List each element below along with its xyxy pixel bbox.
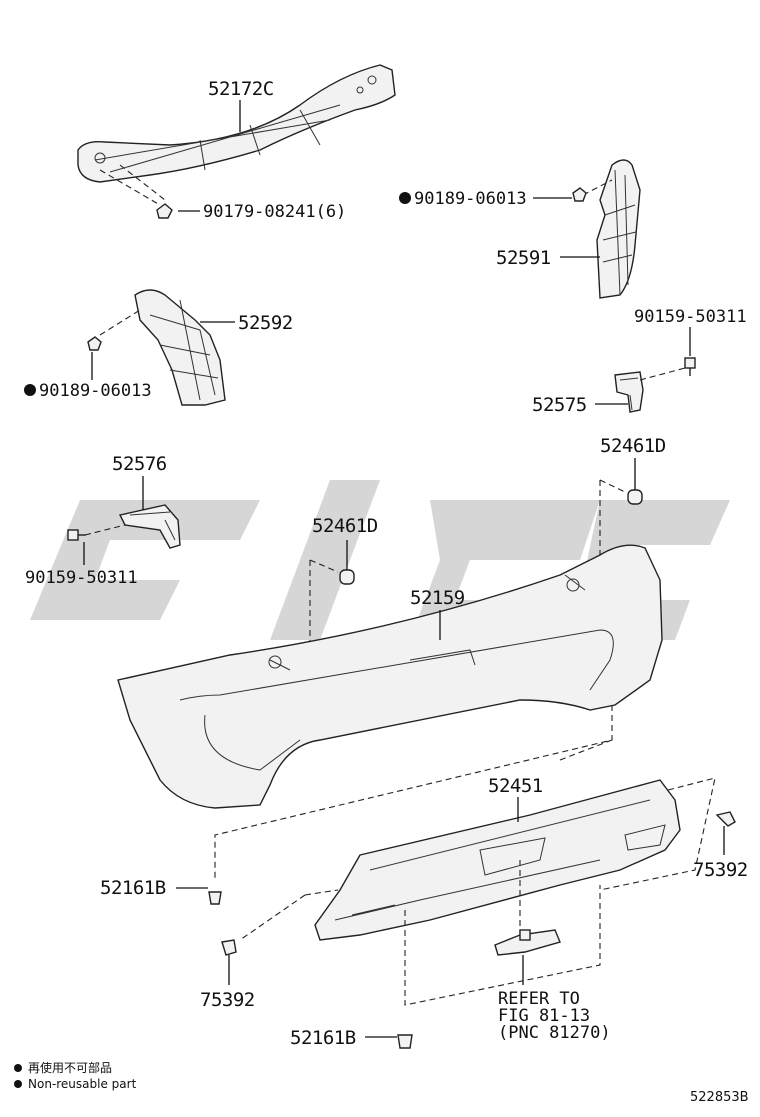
label-52591: 52591 [496, 247, 551, 269]
part-52451-lower-cover [314, 779, 681, 941]
label-52161B-lower: 52161B [290, 1027, 356, 1049]
screw-90159-right [684, 357, 696, 376]
label-52461D-right: 52461D [600, 435, 666, 457]
clip-52461D-left [339, 569, 355, 585]
label-90159-50311-left: 90159-50311 [25, 568, 138, 588]
non-reusable-dot-icon [14, 1064, 22, 1072]
label-52172C: 52172C [208, 78, 274, 100]
non-reusable-dot-icon [14, 1080, 22, 1088]
clip-90189-right [572, 187, 587, 202]
label-52159: 52159 [410, 587, 465, 609]
label-90159-50311-right: 90159-50311 [634, 307, 747, 327]
label-75392-right: 75392 [693, 859, 748, 881]
clip-75392-right [715, 811, 736, 827]
clip-90189-left [87, 336, 102, 351]
lamp-socket-81270 [494, 929, 561, 956]
label-52461D-left: 52461D [312, 515, 378, 537]
clip-52161B-upper [208, 891, 222, 905]
non-reusable-dot-icon [399, 192, 411, 204]
label-90189-06013-left: 90189-06013 [39, 381, 152, 401]
part-52575-bracket [614, 371, 644, 413]
label-75392-left: 75392 [200, 989, 255, 1011]
part-52172C-reinforcement [77, 64, 396, 183]
label-52592: 52592 [238, 312, 293, 334]
refer-line-3: (PNC 81270) [498, 1023, 611, 1043]
label-52161B-upper: 52161B [100, 877, 166, 899]
legend-cn: 再使用不可部品 [28, 1060, 112, 1075]
clip-52461D-right [627, 489, 643, 505]
label-90189-06013-right: 90189-06013 [414, 189, 527, 209]
part-52159-bumper-cover [117, 544, 663, 809]
label-90179-08241: 90179-08241(6) [203, 202, 346, 222]
legend: 再使用不可部品 Non-reusable part [14, 1060, 137, 1091]
label-52576: 52576 [112, 453, 167, 475]
label-52575: 52575 [532, 394, 587, 416]
clip-90179 [156, 203, 173, 219]
legend-en: Non-reusable part [28, 1077, 137, 1091]
screw-90159-left [67, 529, 86, 541]
part-52592-retainer [134, 289, 226, 406]
non-reusable-dot-icon [24, 384, 36, 396]
part-52576-bracket [118, 504, 181, 549]
clip-52161B-lower [397, 1034, 413, 1049]
label-52451: 52451 [488, 775, 543, 797]
refer-line-2: FIG 81-13 [498, 1006, 590, 1026]
diagram-code: 522853B [690, 1090, 749, 1105]
part-52591-retainer [596, 159, 641, 299]
clip-75392-left [221, 939, 237, 956]
refer-line-1: REFER TO [498, 989, 580, 1009]
